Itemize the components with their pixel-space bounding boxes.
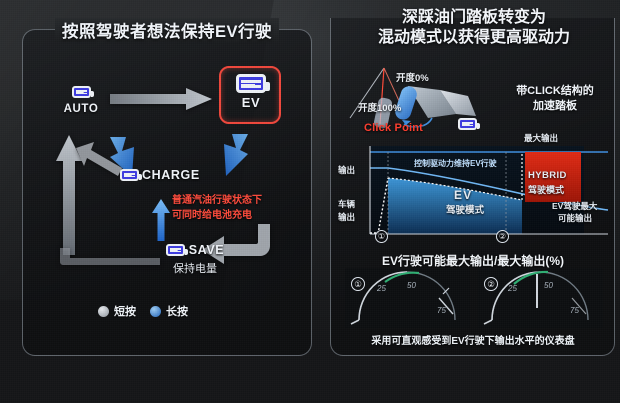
click-point-label: Click Point: [364, 122, 424, 134]
battery-icon-save: [165, 244, 188, 256]
right-panel-title-line2: 混动模式以获得更高驱动力: [377, 29, 570, 47]
connector-bottom-left: [60, 248, 160, 265]
pedal-graphic: [349, 67, 476, 129]
legend-item-short-press: 短按: [98, 303, 136, 319]
battery-icon-auto: [71, 85, 94, 98]
legend-dot-long-press: [150, 305, 161, 317]
gauge-1-tick-75: 75: [437, 306, 446, 315]
press-legend: 短按 长按: [98, 303, 188, 319]
pedal-opening-100-label: 开度100%: [358, 103, 402, 114]
gauge-2-dial: [483, 270, 589, 325]
arrow-diag-up-left: [76, 142, 122, 176]
chart-label-output: 输出: [338, 165, 356, 175]
arrow-up-left-column: [56, 135, 82, 255]
arrow-blue-down-left: [110, 137, 134, 177]
mode-label-charge: CHARGE: [142, 168, 200, 182]
legend-dot-short-press: [98, 305, 109, 317]
pedal-illustration: 开度0% 开度100% Click Point 带CLICK结构的 加速踏板: [336, 60, 610, 138]
arrow-save-loop: [202, 224, 270, 264]
charging-note: 普通汽油行驶状态下可同时给电池充电: [172, 195, 262, 221]
arrow-auto-to-ev: [110, 88, 212, 110]
pedal-caption-line1: 带CLICK结构的: [516, 85, 594, 97]
battery-icon-ev: [236, 74, 270, 93]
battery-icon-charge: [120, 169, 142, 181]
pedal-opening-0-label: 开度0%: [396, 73, 429, 84]
gauge-1-dial: [350, 271, 456, 325]
gauge-1-tick-25: 25: [377, 284, 386, 293]
pedal-caption: 带CLICK结构的 加速踏板: [501, 84, 609, 115]
chart-label-vehicle-output-2: 输出: [338, 212, 356, 222]
mode-sublabel-save: 保持电量: [173, 263, 217, 275]
legend-item-long-press: 长按: [150, 303, 188, 319]
left-panel-title-wrap: 按照驾驶者想法保持EV行驶: [22, 18, 312, 42]
gauge-bottom-caption: 采用可直观感受到EV行驶下输出水平的仪表盘: [371, 336, 575, 347]
chart-label-ev-max-1: EV驾驶最大: [552, 201, 598, 211]
gauge-2-tick-75: 75: [570, 306, 579, 315]
legend-label-long-press: 长按: [166, 306, 188, 318]
left-panel-title: 按照驾驶者想法保持EV行驶: [54, 18, 279, 42]
mode-label-auto: AUTO: [63, 103, 99, 115]
gauge-1-tick-50: 50: [407, 281, 416, 290]
right-panel-title-line1: 深踩油门踏板转变为: [401, 9, 546, 26]
gauge-section-title: EV行驶可能最大输出/最大输出(%): [381, 254, 564, 268]
gauge-2: ② 25 50 75: [478, 268, 603, 328]
gauge-2-tick-25: 25: [508, 284, 517, 293]
gauge-2-index: ②: [484, 277, 498, 291]
chart-marker-2: ②: [496, 230, 509, 243]
chart-marker-1: ①: [375, 230, 388, 243]
mode-node-auto[interactable]: AUTO: [52, 83, 110, 115]
right-panel-title: 深踩油门踏板转变为 混动模式以获得更高驱动力: [338, 8, 610, 49]
output-chart: 最大输出 输出 车辆 输出 EV驾驶最大 可能输出 控制驱动力维持EV行驶 EV…: [336, 133, 614, 248]
arrow-blue-up-charge: [152, 199, 170, 241]
mode-label-ev: EV: [241, 95, 261, 110]
gauge-2-tick-50: 50: [544, 281, 553, 290]
arrow-blue-down-right: [224, 134, 248, 176]
mode-node-save[interactable]: SAVE 保持电量: [150, 243, 240, 276]
chart-annotation-hybrid-mode-2: 驾驶模式: [528, 185, 565, 195]
output-chart-svg: [369, 146, 609, 235]
chart-annotation-ev-mode-1: EV: [454, 188, 473, 202]
mode-node-charge[interactable]: CHARGE: [120, 168, 230, 182]
chart-label-ev-max-2: 可能输出: [558, 213, 593, 223]
chart-label-max-output: 最大输出: [524, 133, 559, 143]
mode-label-save: SAVE: [188, 243, 225, 257]
gauge-1: ① 25 50 75: [345, 268, 470, 328]
mode-node-ev[interactable]: EV: [218, 74, 284, 110]
gauge-1-index: ①: [351, 277, 365, 291]
chart-label-vehicle-output-1: 车辆: [338, 199, 356, 209]
chart-annotation-hybrid-mode-1: HYBRID: [528, 170, 567, 181]
ev-highlight-box: [219, 66, 281, 124]
legend-label-short-press: 短按: [114, 306, 136, 318]
chart-annotation-ev-mode-2: 驾驶模式: [446, 205, 485, 216]
battery-icon-pedal: [458, 118, 480, 130]
chart-annotation-control: 控制驱动力维持EV行驶: [414, 159, 497, 168]
pedal-caption-line2: 加速踏板: [533, 100, 577, 113]
gauge-row: ① 25 50 75 ② 25 50 75: [345, 268, 603, 328]
